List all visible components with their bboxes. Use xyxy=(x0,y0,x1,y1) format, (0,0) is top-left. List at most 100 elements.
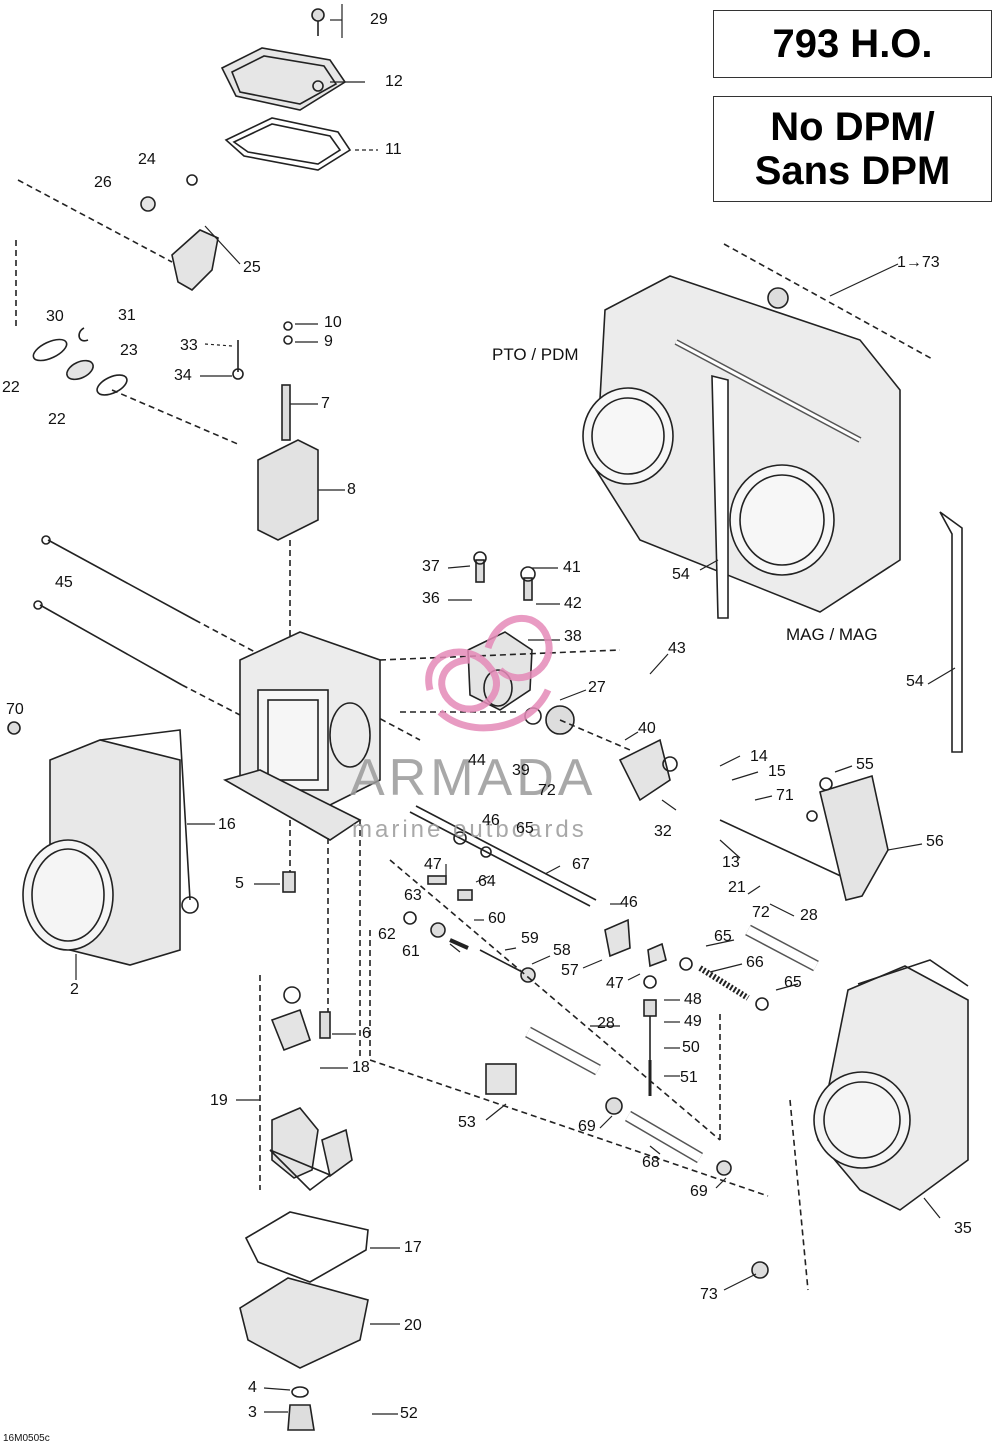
callout-label: 31 xyxy=(118,307,136,324)
callout-label: 54 xyxy=(906,673,924,690)
callout-label: 67 xyxy=(572,856,590,873)
variant-line-1: No DPM/ xyxy=(770,105,935,149)
callout-label: 13 xyxy=(722,854,740,871)
callout-label: 7 xyxy=(321,395,330,412)
callout-label: 4 xyxy=(248,1379,257,1396)
callout-label: 15 xyxy=(768,763,786,780)
callout-label: 73 xyxy=(700,1286,718,1303)
callout-label: 25 xyxy=(243,259,261,276)
callout-label: 59 xyxy=(521,930,539,947)
complete-carburetor-assembly xyxy=(582,243,963,753)
callout-label: 39 xyxy=(512,762,530,779)
variant-title: No DPM/ Sans DPM xyxy=(713,96,992,202)
callout-label: 37 xyxy=(422,558,440,575)
callout-label: 65 xyxy=(516,820,534,837)
callout-label: 29 xyxy=(370,11,388,28)
callout-label: 49 xyxy=(684,1013,702,1030)
callout-label: 24 xyxy=(138,151,156,168)
callout-label: 65 xyxy=(784,974,802,991)
callout-label: 30 xyxy=(46,308,64,325)
callout-label: 57 xyxy=(561,962,579,979)
callout-label: 68 xyxy=(642,1154,660,1171)
callout-label: 63 xyxy=(404,887,422,904)
lever-part xyxy=(17,174,219,291)
callout-label: 36 xyxy=(422,590,440,607)
variant-line-2: Sans DPM xyxy=(754,149,951,193)
callout-label: 72 xyxy=(538,782,556,799)
long-screws-part xyxy=(33,535,421,741)
figure-code: 16M0505c xyxy=(3,1433,50,1444)
callout-label: 64 xyxy=(478,873,496,890)
callout-label: 51 xyxy=(680,1069,698,1086)
callout-label: 53 xyxy=(458,1114,476,1131)
callout-label: 70 xyxy=(6,701,24,718)
watermark-brand-name: ARMADA xyxy=(350,749,597,807)
right-carburetor-part xyxy=(751,959,969,1279)
guide-lines xyxy=(359,649,809,1291)
throttle-shaft-part xyxy=(409,805,846,907)
callout-label: 10 xyxy=(324,314,342,331)
callout-label: 48 xyxy=(684,991,702,1008)
callout-label: 44 xyxy=(468,752,486,769)
bracket-part xyxy=(806,774,889,901)
callout-label: 65 xyxy=(714,928,732,945)
callout-label: 28 xyxy=(800,907,818,924)
callout-label: 14 xyxy=(750,748,768,765)
callout-label: 58 xyxy=(553,942,571,959)
callout-label: 50 xyxy=(682,1039,700,1056)
fuel-hoses-part xyxy=(369,924,819,1197)
linkage-clips-part xyxy=(15,240,241,446)
callout-label: 66 xyxy=(746,954,764,971)
cover-gasket-part xyxy=(224,117,352,171)
callout-label: 52 xyxy=(400,1405,418,1422)
callout-label: 38 xyxy=(564,628,582,645)
callout-label: 21 xyxy=(728,879,746,896)
callout-label: 33 xyxy=(180,337,198,354)
callout-label: 19 xyxy=(210,1092,228,1109)
callout-label: 35 xyxy=(954,1220,972,1237)
callout-label: 72 xyxy=(752,904,770,921)
callout-label: 32 xyxy=(654,823,672,840)
callout-label: 41 xyxy=(563,559,581,576)
callout-label: 22 xyxy=(2,379,20,396)
callout-label: 8 xyxy=(347,481,356,498)
callout-label: 71 xyxy=(776,787,794,804)
callout-label: 61 xyxy=(402,943,420,960)
callout-label: 40 xyxy=(638,720,656,737)
callout-label: 17 xyxy=(404,1239,422,1256)
callout-label: 16 xyxy=(218,816,236,833)
callout-label: 2 xyxy=(70,981,79,998)
callout-label: 46 xyxy=(620,894,638,911)
callout-label: 42 xyxy=(564,595,582,612)
float-bowl-part xyxy=(239,820,369,1431)
callout-label: 47 xyxy=(424,856,442,873)
throttle-slide-part xyxy=(232,321,319,640)
callout-label: 12 xyxy=(385,73,403,90)
callout-label: 1→73 xyxy=(897,254,940,271)
watermark-tagline: marine outboards xyxy=(352,816,587,843)
callout-label: 11 xyxy=(385,141,402,158)
callout-label: 60 xyxy=(488,910,506,927)
callout-label: 6 xyxy=(362,1025,371,1042)
callout-label: 20 xyxy=(404,1317,422,1334)
callout-label: 47 xyxy=(606,975,624,992)
callout-label: 69 xyxy=(578,1118,596,1135)
idle-screw-part xyxy=(403,875,536,983)
callout-label: 18 xyxy=(352,1059,370,1076)
callout-label: 9 xyxy=(324,333,333,350)
callout-label: 28 xyxy=(597,1015,615,1032)
pto-side-label: PTO / PDM xyxy=(492,345,579,364)
carburetor-body-part xyxy=(222,631,381,841)
callout-label: 26 xyxy=(94,174,112,191)
callout-label: 46 xyxy=(482,812,500,829)
pump-plunger-part xyxy=(604,918,769,1096)
callout-label: 69 xyxy=(690,1183,708,1200)
model-title: 793 H.O. xyxy=(713,10,992,78)
callout-label: 5 xyxy=(235,875,244,892)
callout-label: 45 xyxy=(55,574,73,591)
callout-label: 23 xyxy=(120,342,138,359)
callout-label: 56 xyxy=(926,833,944,850)
callout-label: 55 xyxy=(856,756,874,773)
